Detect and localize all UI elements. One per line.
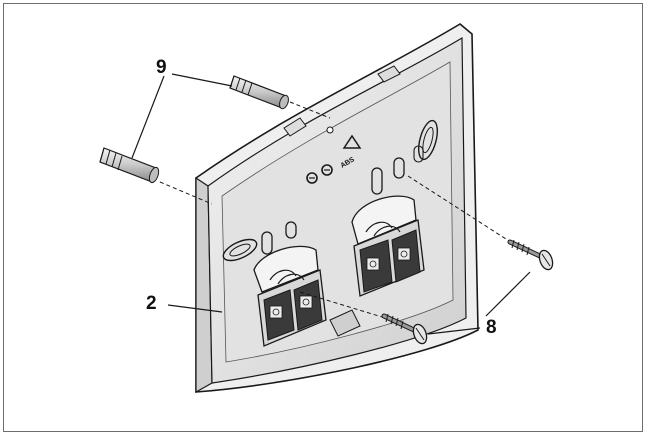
wall-plug-upper	[229, 75, 289, 110]
screw-left	[381, 313, 428, 345]
screw-right	[507, 239, 554, 271]
leader-lines	[131, 73, 531, 335]
alignment-lines	[159, 101, 521, 321]
wall-plug-lower	[99, 147, 160, 184]
callout-2: 2	[146, 293, 157, 314]
terminal-block-left	[253, 245, 327, 347]
terminal-block-right	[351, 195, 425, 297]
callout-9: 9	[156, 57, 167, 78]
callout-8: 8	[486, 317, 497, 338]
